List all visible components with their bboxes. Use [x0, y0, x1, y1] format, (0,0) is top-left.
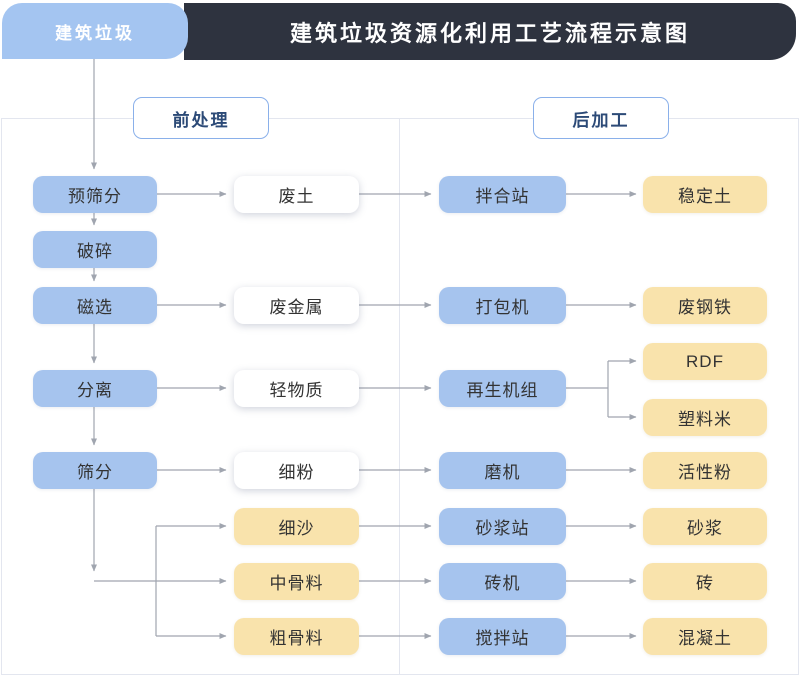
node-label: 混凝土 [678, 629, 732, 648]
node-label: 砖机 [484, 574, 521, 593]
node-label: 稳定土 [678, 187, 732, 206]
diagram-panel [1, 118, 799, 675]
node-brick-machine: 砖机 [439, 563, 566, 600]
node-label: 细粉 [278, 463, 315, 482]
source-tab-construction-waste: 建筑垃圾 [2, 3, 188, 59]
node-magnetic-separation: 磁选 [33, 287, 157, 324]
node-label: 打包机 [475, 298, 530, 317]
node-label: 细沙 [278, 519, 315, 538]
node-concrete: 混凝土 [643, 618, 767, 655]
node-mill: 磨机 [439, 452, 566, 489]
node-label: 废钢铁 [678, 298, 732, 317]
node-label: 中骨料 [269, 574, 324, 593]
node-rdf: RDF [643, 343, 767, 380]
node-label: 塑料米 [678, 410, 732, 429]
node-concrete-mixing-plant: 搅拌站 [439, 618, 566, 655]
node-fine-powder: 细粉 [234, 452, 359, 489]
section-pre-processing: 前处理 [133, 97, 269, 139]
panel-divider [399, 118, 400, 674]
node-plastic-pellets: 塑料米 [643, 399, 767, 436]
node-fine-sand: 细沙 [234, 508, 359, 545]
node-light-material: 轻物质 [234, 370, 359, 407]
node-waste-soil: 废土 [234, 176, 359, 213]
node-label: 筛分 [77, 463, 113, 482]
node-regeneration-unit: 再生机组 [439, 370, 566, 407]
node-scrap-steel: 废钢铁 [643, 287, 767, 324]
section-post-label: 后加工 [572, 110, 630, 130]
node-active-powder: 活性粉 [643, 452, 767, 489]
node-mortar: 砂浆 [643, 508, 767, 545]
header-bar: 建筑垃圾资源化利用工艺流程示意图 [184, 3, 796, 60]
node-label: 拌合站 [475, 187, 530, 206]
node-stabilized-soil: 稳定土 [643, 176, 767, 213]
node-label: 磁选 [77, 298, 113, 317]
node-label: 活性粉 [678, 463, 732, 482]
section-post-processing: 后加工 [533, 97, 669, 139]
node-label: 砂浆站 [475, 519, 530, 538]
node-label: 废金属 [269, 298, 324, 317]
node-screening: 筛分 [33, 452, 157, 489]
node-label: 分离 [77, 381, 113, 400]
node-label: 预筛分 [68, 187, 122, 206]
node-label: 再生机组 [466, 381, 539, 400]
node-separation: 分离 [33, 370, 157, 407]
node-pre-screening: 预筛分 [33, 176, 157, 213]
node-coarse-aggregate: 粗骨料 [234, 618, 359, 655]
node-mixing-plant: 拌合站 [439, 176, 566, 213]
node-label: 砂浆 [687, 519, 723, 538]
node-waste-metal: 废金属 [234, 287, 359, 324]
node-label: 磨机 [484, 463, 521, 482]
node-label: 粗骨料 [269, 629, 324, 648]
section-pre-label: 前处理 [172, 110, 230, 130]
source-tab-label: 建筑垃圾 [55, 23, 135, 43]
page-title: 建筑垃圾资源化利用工艺流程示意图 [289, 20, 690, 46]
node-medium-aggregate: 中骨料 [234, 563, 359, 600]
node-label: 砖 [696, 574, 714, 593]
node-label: 搅拌站 [475, 629, 530, 648]
node-label: 轻物质 [269, 381, 324, 400]
node-mortar-plant: 砂浆站 [439, 508, 566, 545]
node-brick: 砖 [643, 563, 767, 600]
node-label: 破碎 [77, 242, 113, 261]
node-label: 废土 [278, 187, 315, 206]
node-baler: 打包机 [439, 287, 566, 324]
node-label: RDF [686, 351, 724, 371]
node-crushing: 破碎 [33, 231, 157, 268]
